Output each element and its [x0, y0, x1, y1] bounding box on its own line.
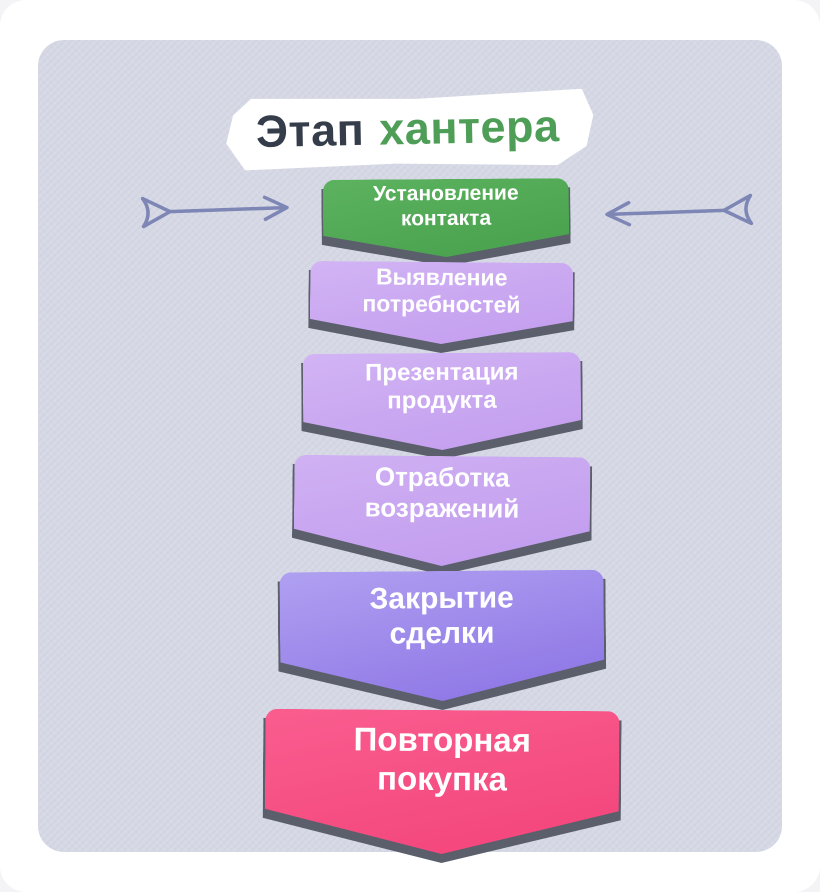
funnel-stage-closing: Закрытие сделки [279, 570, 604, 703]
funnel-stage-presentation: Презентация продукта [303, 352, 582, 451]
funnel-stage-needs: Выявление потребностей [310, 261, 574, 345]
funnel-stage-repeat-purchase: Повторная покупка [265, 709, 620, 855]
funnel-stage-objections: Отработка возражений [294, 455, 591, 568]
arrow-left-icon [595, 187, 758, 237]
stage-label: Отработка возражений [364, 461, 520, 524]
stage-banner: Повторная покупка [265, 709, 620, 855]
title-stage-word: Этап [255, 103, 365, 157]
stage-label: Повторная покупка [353, 720, 532, 798]
title-hunter-word: хантера [378, 100, 561, 155]
stage-label: Выявление потребностей [362, 263, 521, 318]
stage-label: Закрытие сделки [369, 580, 514, 651]
stage-label: Установление контакта [372, 181, 519, 231]
funnel-stage-contact: Установление контакта [323, 178, 570, 258]
stage-label: Презентация продукта [365, 358, 519, 415]
arrow-right-icon [135, 185, 298, 235]
